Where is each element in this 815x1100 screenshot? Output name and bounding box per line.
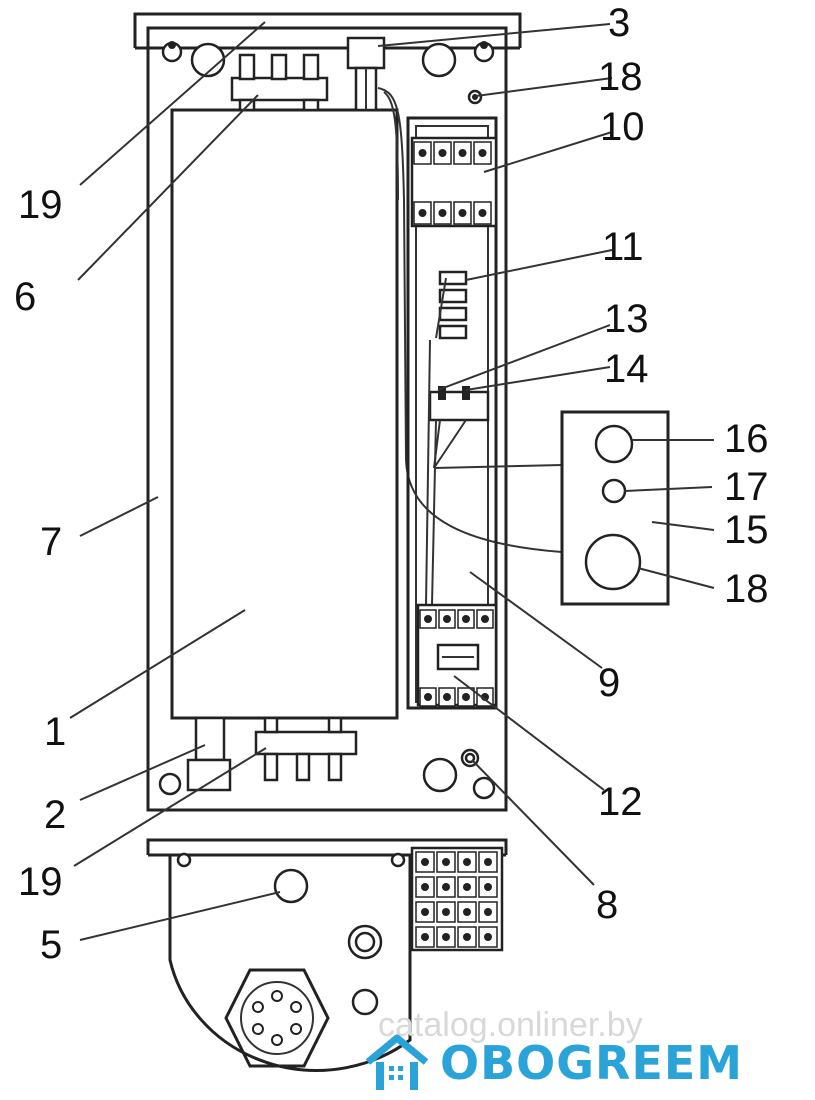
label-11: 11 — [602, 225, 644, 269]
contactor — [416, 603, 498, 707]
top-mounting-holes — [161, 41, 495, 105]
terminal-screw — [463, 858, 471, 866]
brand-name: OBOGREEM — [440, 1036, 744, 1090]
label-14: 14 — [604, 347, 649, 391]
label-3: 3 — [608, 1, 630, 45]
connector-pin — [251, 1001, 264, 1013]
terminal-screw — [442, 883, 450, 891]
knob-16 — [594, 424, 634, 464]
bottom-sensor — [186, 716, 232, 792]
connector-pin — [290, 1001, 303, 1013]
terminal-screw — [424, 693, 432, 701]
terminal-screw — [463, 883, 471, 891]
label-7: 7 — [40, 520, 62, 564]
terminal-screw — [484, 858, 492, 866]
label-5: 5 — [40, 923, 62, 967]
part-labels: 3 18 10 19 11 6 13 14 16 17 15 7 18 9 1 … — [14, 1, 769, 967]
indicator-17 — [601, 478, 627, 504]
terminal-screw — [484, 933, 492, 941]
label-17: 17 — [724, 465, 769, 509]
terminal-screw — [462, 615, 470, 623]
heating-element-block — [170, 108, 399, 720]
flange-terminal-block — [410, 846, 504, 952]
connector-pin — [251, 1023, 264, 1035]
terminal-screw — [463, 908, 471, 916]
bottom-terminal-connector — [254, 716, 358, 782]
bottom-mounting-holes — [158, 748, 496, 800]
top-flange — [133, 12, 522, 50]
label-9: 9 — [598, 661, 620, 705]
label-12: 12 — [598, 780, 643, 824]
terminal-screw — [481, 615, 489, 623]
thermostat-switch — [428, 386, 490, 422]
terminal-screw — [424, 615, 432, 623]
terminal-screw — [442, 858, 450, 866]
temperature-sensor-top — [346, 36, 386, 112]
label-18b: 18 — [724, 567, 769, 611]
terminal-screw — [484, 908, 492, 916]
terminal-screw — [438, 209, 447, 217]
label-6: 6 — [14, 275, 36, 319]
label-8: 8 — [596, 883, 618, 927]
label-13: 13 — [604, 297, 649, 341]
terminal-screw — [463, 933, 471, 941]
top-terminal-connector — [230, 53, 329, 112]
terminal-screw — [421, 933, 429, 941]
terminal-screw — [421, 883, 429, 891]
label-16: 16 — [724, 417, 769, 461]
terminal-screw — [478, 209, 487, 217]
control-panel — [560, 410, 670, 606]
connector-pin — [290, 1023, 303, 1035]
knob-18 — [584, 533, 642, 591]
internal-wires — [425, 339, 563, 606]
label-19b: 19 — [18, 860, 63, 904]
terminal-screw — [438, 149, 447, 157]
terminal-screw — [418, 149, 427, 157]
leader-lines — [69, 21, 715, 941]
terminal-screw — [443, 615, 451, 623]
label-19a: 19 — [18, 183, 63, 227]
house-icon — [365, 1034, 429, 1090]
terminal-screw — [442, 933, 450, 941]
connector-pin — [271, 1034, 283, 1046]
label-15: 15 — [724, 508, 769, 552]
terminal-screw — [458, 209, 467, 217]
terminal-screw — [458, 149, 467, 157]
label-2: 2 — [44, 793, 66, 837]
connector-pin — [271, 990, 283, 1002]
terminal-screw — [443, 693, 451, 701]
label-18a: 18 — [598, 55, 643, 99]
main-housing — [146, 26, 508, 812]
brand-logo: OBOGREEM — [362, 1028, 743, 1098]
terminal-screw — [421, 858, 429, 866]
terminal-screw — [484, 883, 492, 891]
watermark: catalog.onliner.by — [378, 1006, 643, 1044]
terminal-screw — [418, 209, 427, 217]
control-board — [406, 116, 498, 710]
terminal-screw — [462, 693, 470, 701]
terminal-screw — [478, 149, 487, 157]
terminal-screw — [442, 908, 450, 916]
label-1: 1 — [44, 710, 66, 754]
terminal-screw — [421, 908, 429, 916]
label-10: 10 — [600, 105, 645, 149]
fuse-stack — [435, 270, 468, 340]
terminal-block-top — [410, 136, 498, 228]
sensor-wire — [377, 87, 563, 553]
